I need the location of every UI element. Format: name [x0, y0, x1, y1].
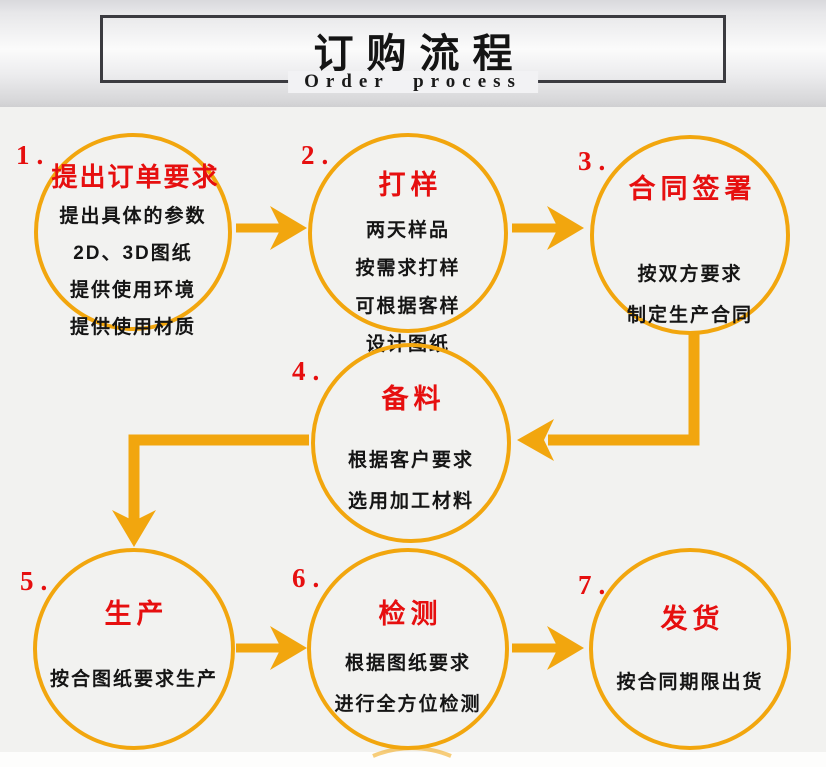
step-detail-line: 2D、3D图纸: [73, 243, 193, 264]
step-detail-line: 提供使用材质: [69, 317, 196, 338]
step-detail-line: 按合图纸要求生产: [49, 669, 218, 690]
step-4-number: 4.: [292, 356, 327, 386]
step-detail-line: 选用加工材料: [347, 491, 474, 512]
step-1-title: 提出订单要求: [51, 162, 220, 192]
step-detail-line: 按双方要求: [637, 264, 743, 285]
arrow-left-icon-3-4: [517, 419, 554, 461]
step-2-title: 打样: [378, 170, 443, 200]
step-1-number: 1.: [16, 140, 51, 170]
bottom-strip: [0, 752, 826, 767]
step-4-circle: 备料 根据客户要求 选用加工材料: [311, 343, 511, 543]
step-3-number: 3.: [578, 146, 613, 176]
step-detail-line: 可根据客样: [355, 296, 461, 317]
step-7-title: 发货: [660, 604, 725, 634]
step-detail-line: 两天样品: [365, 220, 450, 241]
step-5-circle: 生产 按合图纸要求生产: [33, 548, 235, 750]
arrow-right-icon-6-7: [512, 626, 584, 670]
step-detail-line: 根据客户要求: [347, 450, 474, 471]
step-7-circle: 发货 按合同期限出货: [589, 548, 791, 750]
step-5-number: 5.: [20, 566, 55, 596]
arrow-right-icon-5-6: [236, 626, 307, 670]
step-6-title: 检测: [378, 599, 443, 629]
step-1-circle: 提出订单要求 提出具体的参数 2D、3D图纸 提供使用环境 提供使用材质: [34, 133, 232, 338]
step-detail-line: 提供使用环境: [69, 280, 196, 301]
arrow-right-icon-1-2: [236, 206, 307, 250]
step-3-title: 合同签署: [628, 174, 757, 204]
page-subtitle: Order process: [288, 71, 538, 93]
connector-elbow-3-4: [517, 332, 700, 461]
connector-elbow-4-5: [112, 434, 309, 547]
step-detail-line: 进行全方位检测: [334, 694, 482, 715]
step-7-number: 7.: [578, 570, 613, 600]
step-3-circle: 合同签署 按双方要求 制定生产合同: [590, 135, 790, 335]
step-detail-line: 提出具体的参数: [59, 206, 207, 227]
step-5-title: 生产: [104, 599, 169, 629]
step-6-circle: 检测 根据图纸要求 进行全方位检测: [307, 548, 509, 750]
step-detail-line: 按需求打样: [355, 258, 461, 279]
step-detail-line: 根据图纸要求: [344, 653, 471, 674]
step-2-circle: 打样 两天样品 按需求打样 可根据客样 设计图纸: [308, 133, 508, 355]
title-box: 订购流程 Order process: [100, 15, 726, 93]
step-2-number: 2.: [301, 140, 336, 170]
arrow-down-icon-4-5: [112, 510, 156, 547]
step-4-title: 备料: [381, 384, 446, 414]
step-detail-line: 按合同期限出货: [616, 672, 764, 693]
page-title: 订购流程: [313, 31, 526, 76]
step-detail-line: 制定生产合同: [626, 305, 753, 326]
arrow-right-icon-2-3: [512, 206, 584, 250]
step-6-number: 6.: [292, 563, 327, 593]
